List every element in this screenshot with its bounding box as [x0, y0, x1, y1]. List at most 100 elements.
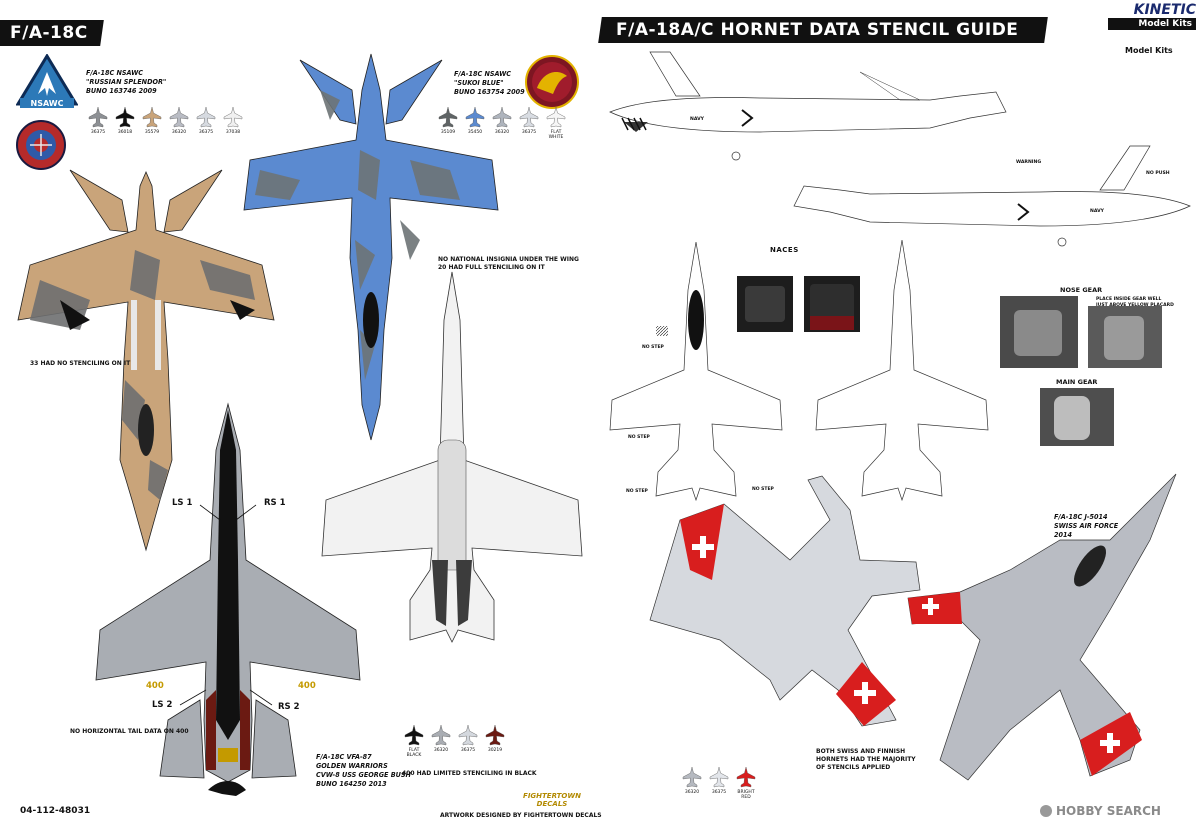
- side-profile-left: NAVY: [609, 51, 1007, 161]
- paint-swatch-label: 36320: [494, 130, 510, 135]
- note-swiss-finnish-2: HORNETS HAD THE MAJORITY: [816, 756, 916, 763]
- paint-swatch-label: 35450: [467, 130, 483, 135]
- label-rs2: RS 2: [278, 702, 300, 712]
- paint-swatch: 37038: [221, 106, 245, 135]
- sukoi-blue-jet: [243, 53, 499, 441]
- jet-silhouette-icon: [196, 106, 216, 128]
- underside-white-jet: [321, 271, 583, 643]
- no-step-label-3: NO STEP: [752, 487, 774, 492]
- naces-photo-1: [737, 276, 793, 332]
- label-rs1: RS 1: [264, 498, 286, 508]
- jet-silhouette-icon: [519, 106, 539, 128]
- paint-swatch-label: 37038: [225, 130, 241, 135]
- paint-swatch: 36320: [680, 766, 704, 800]
- golden-warriors-icon: [208, 781, 246, 796]
- navy-stencil-2: NAVY: [1090, 208, 1105, 214]
- paint-swatch-label: 30219: [487, 748, 503, 753]
- no-push-stencil: NO PUSH: [1146, 170, 1170, 176]
- paint-swatch-label: 36375: [711, 790, 727, 795]
- topside-stencil-jet: [815, 239, 989, 502]
- swatches-sukoi: 35109 35450 36320 36375 FLAT WHITE: [436, 106, 568, 140]
- nsawc-emblem: NSAWC: [15, 53, 79, 110]
- naces-photo-2: [804, 276, 860, 332]
- jet-silhouette-icon: [485, 724, 505, 746]
- swiss-jet-right: [907, 473, 1177, 781]
- caption-russian-2: "RUSSIAN SPLENDOR": [86, 77, 167, 86]
- jet-silhouette-icon: [458, 724, 478, 746]
- main-gear-label: Main Gear: [1056, 378, 1098, 386]
- paint-swatch: 36375: [707, 766, 731, 800]
- no-step-label-2: NO STEP: [628, 435, 650, 440]
- paint-swatch-label: BRIGHT RED: [737, 790, 755, 800]
- hobby-search-text: HOBBY SEARCH: [1056, 804, 1161, 818]
- model-kits-label: Model Kits: [1125, 46, 1173, 55]
- caption-russian: F/A-18C NSAWC "RUSSIAN SPLENDOR" BUNO 16…: [86, 68, 166, 95]
- caption-sukoi-3: BUNO 163754 2009: [454, 87, 525, 96]
- paint-swatch: 36375: [86, 106, 110, 135]
- paint-swatch: 36375: [194, 106, 218, 135]
- paint-swatch-label: 36320: [171, 130, 187, 135]
- paint-swatch: FLAT BLACK: [402, 724, 426, 758]
- note-full-stencil: 20 HAD FULL STENCILING ON IT: [438, 264, 545, 271]
- caption-vfa87-4: BUNO 164250 2013: [316, 779, 387, 788]
- hobby-search-icon: [1040, 805, 1052, 817]
- caption-russian-3: BUNO 163746 2009: [86, 86, 157, 95]
- vfa87-jet: 400 400: [95, 402, 361, 783]
- paint-swatch-label: 35579: [144, 130, 160, 135]
- paint-swatch-label: 36375: [198, 130, 214, 135]
- paint-swatch: 30219: [483, 724, 507, 758]
- underside-stencil-jet: [609, 241, 783, 502]
- nose-gear-photo-2: [1088, 306, 1162, 368]
- kinetic-logo-sub: Model Kits: [1108, 18, 1196, 30]
- caption-sukoi-1: F/A-18C NSAWC: [454, 69, 512, 78]
- jet-silhouette-icon: [709, 766, 729, 788]
- paint-swatch: 35450: [463, 106, 487, 140]
- jet-silhouette-icon: [492, 106, 512, 128]
- paint-swatch: 36320: [167, 106, 191, 135]
- note-no-tail-data: NO HORIZONTAL TAIL DATA ON 400: [70, 728, 189, 735]
- note-swiss-finnish-3: OF STENCILS APPLIED: [816, 764, 891, 771]
- paint-swatch-label: 36320: [433, 748, 449, 753]
- just-above-text: JUST ABOVE YELLOW PLACARD: [1096, 303, 1174, 308]
- jet-silhouette-icon: [169, 106, 189, 128]
- jet-silhouette-icon: [438, 106, 458, 128]
- jet-silhouette-icon: [465, 106, 485, 128]
- paint-swatch: 35579: [140, 106, 164, 135]
- paint-swatch-label: FLAT BLACK: [406, 748, 422, 758]
- product-code: 04-112-48031: [20, 806, 91, 816]
- paint-swatch-label: 36375: [521, 130, 537, 135]
- side-profile-right: NAVY WARNING NO PUSH: [793, 145, 1191, 247]
- jet-silhouette-icon: [142, 106, 162, 128]
- note-swiss-finnish-1: BOTH SWISS AND FINNISH: [816, 748, 906, 755]
- caption-sukoi-2: "SUKOI BLUE": [454, 78, 504, 87]
- modex-400-left: 400: [146, 681, 164, 691]
- paint-swatch-label: 35109: [440, 130, 456, 135]
- aircraft-illustrations-left: 400 400: [17, 53, 583, 796]
- russian-splendor-jet: [17, 169, 275, 552]
- paint-swatch: FLAT WHITE: [544, 106, 568, 140]
- caption-vfa87-2: GOLDEN WARRIORS: [316, 761, 388, 770]
- caption-russian-1: F/A-18C NSAWC: [86, 68, 144, 77]
- kinetic-logo: KINETIC Model Kits: [1086, 2, 1196, 36]
- caption-vfa87: F/A-18C VFA-87 GOLDEN WARRIORS CVW-8 USS…: [316, 752, 411, 788]
- warning-stencil: WARNING: [1016, 159, 1041, 165]
- label-ls1: LS 1: [172, 498, 193, 508]
- squadron-patch-icon: [523, 54, 581, 110]
- paint-swatch-label: 36375: [90, 130, 106, 135]
- no-step-label-1: NO STEP: [642, 345, 664, 350]
- artwork-credit: ARTWORK DESIGNED BY FIGHTERTOWN DECALS: [440, 812, 602, 819]
- gear-placard-note: PLACE INSIDE GEAR WELL JUST ABOVE YELLOW…: [1096, 297, 1174, 309]
- note-swiss-finnish: BOTH SWISS AND FINNISH HORNETS HAD THE M…: [816, 748, 916, 772]
- jet-silhouette-icon: [88, 106, 108, 128]
- no-step-label-4: NO STEP: [626, 489, 648, 494]
- caption-vfa87-1: F/A-18C VFA-87: [316, 752, 372, 761]
- swiss-jet-left: [649, 475, 921, 727]
- jet-silhouette-icon: [431, 724, 451, 746]
- caption-vfa87-3: CVW-8 USS GEORGE BUSH: [316, 770, 411, 779]
- paint-swatch: 36320: [429, 724, 453, 758]
- jet-silhouette-icon: [404, 724, 424, 746]
- stencil-illustrations-right: NAVY NAVY WARNING NO PUSH: [609, 51, 1191, 781]
- kinetic-logo-text: KINETIC: [1133, 2, 1196, 18]
- caption-swiss-2: SWISS AIR FORCE: [1054, 521, 1119, 530]
- modex-400-right: 400: [298, 681, 316, 691]
